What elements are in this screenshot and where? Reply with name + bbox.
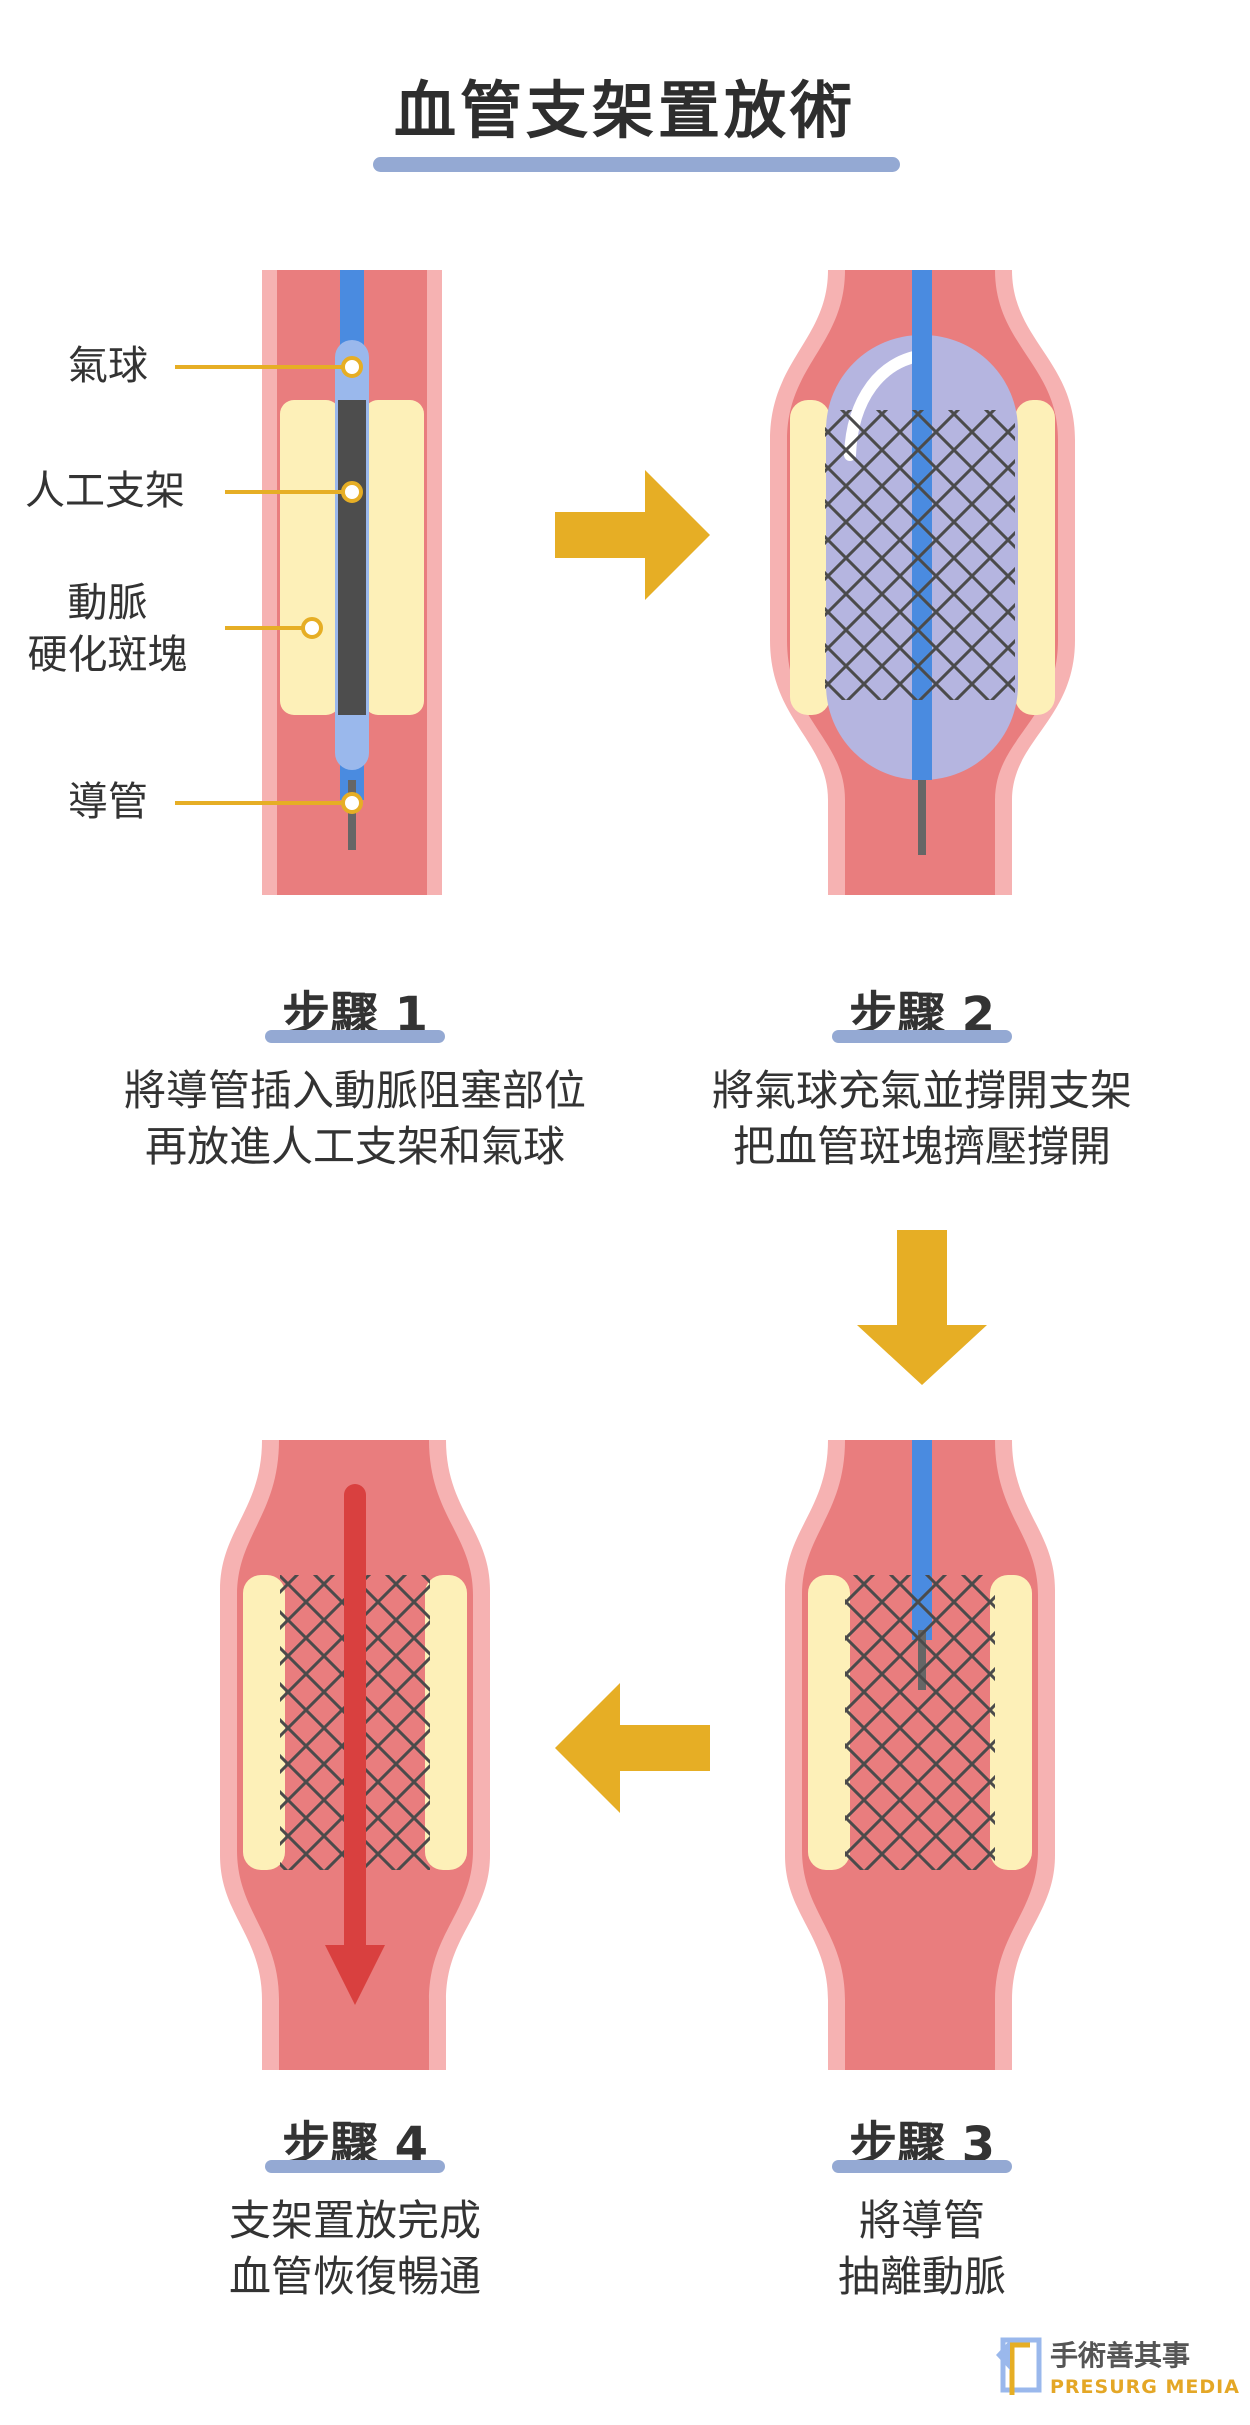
step4-desc-line1: 支架置放完成 (228, 2196, 481, 2245)
arrow-left-icon (555, 1683, 710, 1813)
blood-flow-arrow-icon (325, 1945, 385, 2005)
step4-desc-line2: 血管恢復暢通 (228, 2252, 481, 2301)
step3-underline (832, 2160, 1012, 2173)
step1-desc-line2: 再放進人工支架和氣球 (144, 1122, 565, 1171)
arrow-down-icon (857, 1230, 987, 1385)
label-plaque-line2: 硬化斑塊 (27, 632, 188, 678)
step1-guidewire (348, 780, 356, 850)
title-underline (373, 157, 900, 172)
label-balloon: 氣球 (68, 343, 148, 389)
step4-plaque-left (243, 1575, 285, 1870)
label-stent: 人工支架 (25, 468, 185, 514)
step1-underline (265, 1030, 445, 1043)
label-plaque: 動脈 硬化斑塊 (25, 577, 190, 681)
logo-subtitle: PRESURG MEDIA (1050, 2376, 1240, 2398)
page-title: 血管支架置放術 (393, 74, 856, 147)
step2-plaque-right (1015, 400, 1055, 715)
step3-plaque-right (990, 1575, 1032, 1870)
step1-stent (338, 400, 366, 715)
step1-plaque-left (280, 400, 340, 715)
step1-vessel (175, 270, 442, 895)
step2-underline (832, 1030, 1012, 1043)
step1-description: 將導管插入動脈阻塞部位 再放進人工支架和氣球 (55, 1063, 655, 1175)
label-plaque-line1: 動脈 (67, 580, 148, 626)
step3-plaque-left (808, 1575, 850, 1870)
step3-description: 將導管 抽離動脈 (622, 2193, 1222, 2305)
step3-desc-line2: 抽離動脈 (837, 2252, 1006, 2301)
arrow-right-icon (555, 470, 710, 600)
step2-desc-line1: 將氣球充氣並撐開支架 (711, 1066, 1132, 1115)
step4-plaque-right (425, 1575, 467, 1870)
step3-desc-line1: 將導管 (858, 2196, 985, 2245)
step3-vessel (785, 1440, 1055, 2070)
logo-icon (996, 2337, 1042, 2395)
step2-desc-line2: 把血管斑塊擠壓撐開 (732, 1122, 1111, 1171)
logo-name: 手術善其事 (1050, 2339, 1191, 2372)
step4-description: 支架置放完成 血管恢復暢通 (55, 2193, 655, 2305)
step2-stent-mesh (825, 410, 1015, 700)
step1-desc-line1: 將導管插入動脈阻塞部位 (123, 1066, 586, 1115)
step4-underline (265, 2160, 445, 2173)
step4-vessel (220, 1440, 490, 2070)
step2-plaque-left (790, 400, 830, 715)
step2-guidewire (918, 780, 926, 855)
step2-description: 將氣球充氣並撐開支架 把血管斑塊擠壓撐開 (622, 1063, 1222, 1175)
step1-plaque-right (364, 400, 424, 715)
label-catheter: 導管 (68, 779, 148, 825)
step2-vessel (770, 270, 1075, 895)
step3-stent-mesh (845, 1575, 995, 1870)
